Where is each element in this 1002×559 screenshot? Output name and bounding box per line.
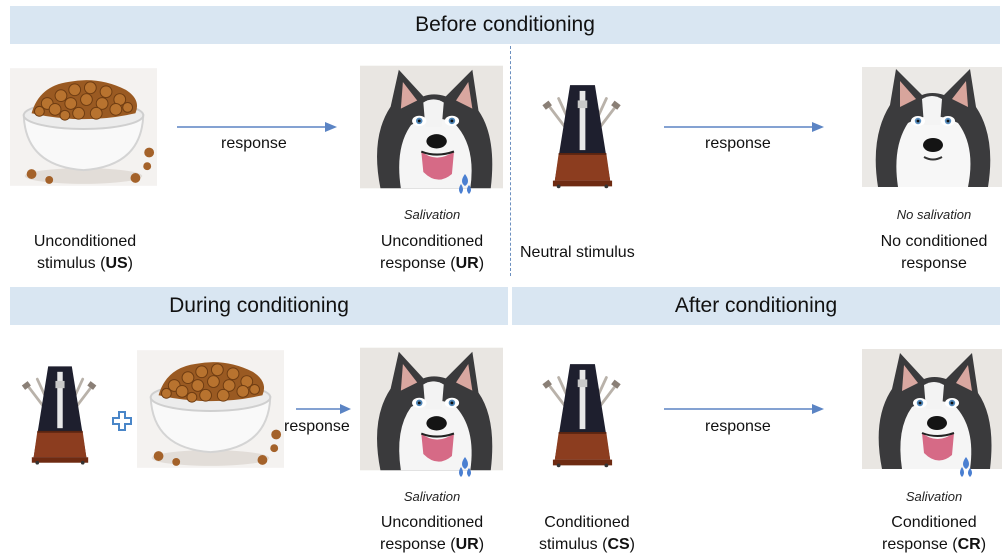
no-conditioned-response-label: No conditioned response	[866, 231, 1002, 275]
dog-icon	[862, 334, 1002, 484]
arrow-icon	[296, 404, 351, 414]
dog-icon	[360, 52, 503, 202]
drool-icon	[956, 455, 976, 479]
unconditioned-response-label: Unconditioned response (UR)	[362, 231, 502, 275]
nocr-line1: No conditioned	[880, 233, 988, 250]
conditioned-stimulus-label: Conditioned stimulus (CS)	[522, 512, 652, 556]
nocr-line2: response	[901, 255, 967, 272]
food-bowl-icon	[10, 52, 157, 202]
cr-line1: Conditioned	[891, 514, 977, 531]
before-conditioning-title: Before conditioning	[415, 13, 595, 36]
salivation-label: Salivation	[403, 207, 461, 222]
metronome-icon	[530, 345, 635, 475]
us-line1: Unconditioned	[33, 233, 137, 250]
during-conditioning-banner: During conditioning	[10, 287, 508, 325]
section-divider	[510, 46, 511, 276]
no-salivation-label: No salivation	[896, 207, 972, 222]
ur-line1: Unconditioned	[380, 514, 484, 531]
metronome-icon	[530, 66, 635, 196]
response-label: response	[705, 135, 771, 152]
dog-icon	[360, 334, 503, 484]
food-bowl-icon	[137, 334, 284, 484]
arrow-icon	[650, 403, 838, 415]
cs-line1: Conditioned	[544, 514, 630, 531]
conditioned-response-label: Conditioned response (CR)	[866, 512, 1002, 556]
ur-line2: response (UR)	[379, 255, 485, 272]
response-label: response	[284, 418, 350, 435]
response-label: response	[221, 135, 287, 152]
cs-line2: stimulus (CS)	[538, 536, 635, 553]
cr-line2: response (CR)	[881, 536, 987, 553]
ur-line1: Unconditioned	[380, 233, 484, 250]
drool-icon	[455, 172, 475, 196]
after-conditioning-banner: After conditioning	[512, 287, 1000, 325]
arrow-icon	[177, 121, 337, 133]
unconditioned-response-label: Unconditioned response (UR)	[362, 512, 502, 556]
during-conditioning-title: During conditioning	[169, 294, 349, 317]
unconditioned-stimulus-label: Unconditioned stimulus (US)	[18, 231, 152, 275]
neutral-stimulus-label: Neutral stimulus	[520, 244, 635, 261]
plus-icon	[112, 411, 132, 431]
drool-icon	[455, 455, 475, 479]
salivation-label: Salivation	[403, 489, 461, 504]
us-line2: stimulus (US)	[36, 255, 133, 272]
before-conditioning-banner: Before conditioning	[10, 6, 1000, 44]
arrow-icon	[650, 121, 838, 133]
ur-line2: response (UR)	[379, 536, 485, 553]
metronome-icon	[10, 345, 110, 475]
after-conditioning-title: After conditioning	[674, 294, 838, 317]
salivation-label: Salivation	[905, 489, 963, 504]
response-label: response	[705, 418, 771, 435]
dog-icon	[862, 52, 1002, 202]
